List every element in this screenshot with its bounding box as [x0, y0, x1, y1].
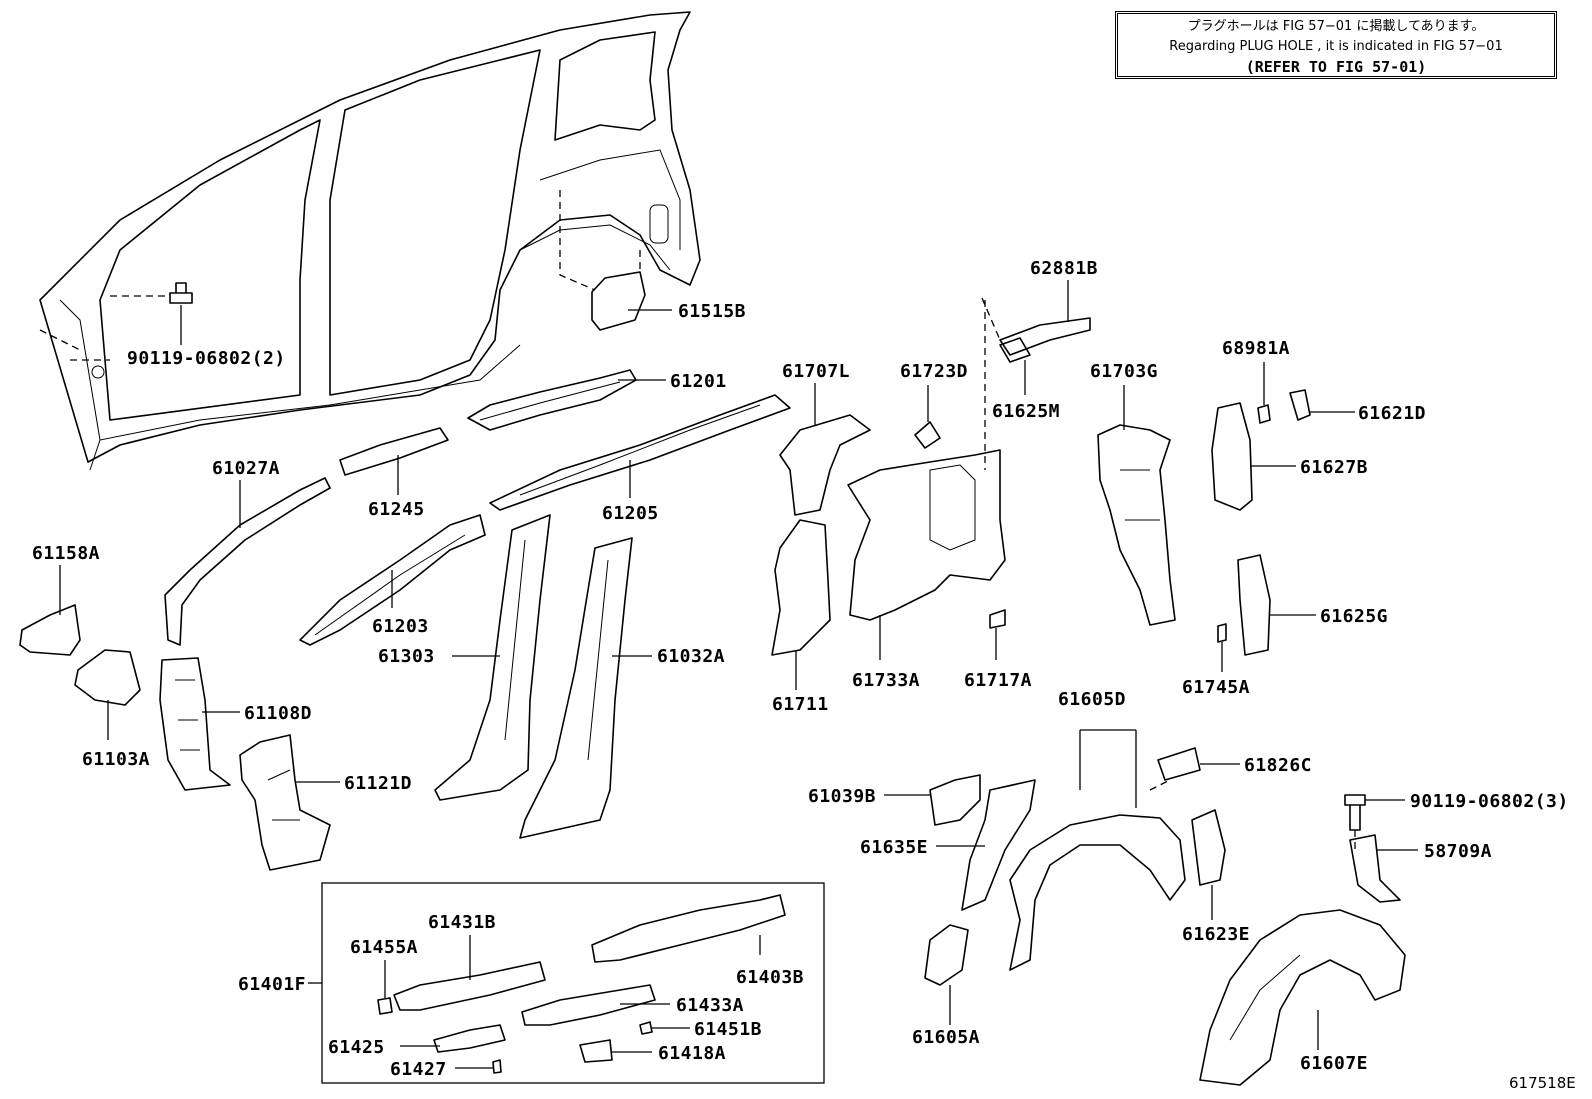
label-61455A: 61455A — [350, 937, 418, 958]
label-61745A: 61745A — [1182, 677, 1250, 698]
part-61826C-shape — [1149, 747, 1240, 791]
label-61103A: 61103A — [82, 749, 150, 770]
label-61711: 61711 — [772, 694, 829, 715]
label-61627B: 61627B — [1300, 457, 1368, 478]
part-61635E-shape — [936, 779, 1036, 911]
label-61418A: 61418A — [658, 1043, 726, 1064]
label-61427: 61427 — [390, 1059, 447, 1080]
label-61303: 61303 — [378, 646, 435, 667]
part-62881B-shape — [981, 280, 1091, 470]
part-61605D-shape — [1009, 729, 1186, 971]
label-61605D: 61605D — [1058, 689, 1126, 710]
label-61201: 61201 — [670, 371, 727, 392]
label-61425: 61425 — [328, 1037, 385, 1058]
figure-id: 617518E — [1509, 1074, 1576, 1092]
label-61431B: 61431B — [428, 912, 496, 933]
part-61158A-shape — [19, 565, 81, 656]
label-61433A: 61433A — [676, 995, 744, 1016]
label-61723D: 61723D — [900, 361, 968, 382]
label-61403B: 61403B — [736, 967, 804, 988]
part-61039B-shape — [884, 774, 981, 826]
bolt-90119-3 — [1344, 794, 1405, 850]
label-62881B: 62881B — [1030, 258, 1098, 279]
part-61723D-shape — [914, 385, 941, 449]
label-61027A: 61027A — [212, 458, 280, 479]
label-61451B: 61451B — [694, 1019, 762, 1040]
part-61625G-shape — [1237, 554, 1316, 656]
label-61607E: 61607E — [1300, 1053, 1368, 1074]
part-61717A-shape — [989, 609, 1006, 660]
part-61733A-shape — [847, 449, 1006, 660]
part-61205-shape — [489, 394, 791, 511]
label-61605A: 61605A — [912, 1027, 980, 1048]
part-61245-shape — [339, 427, 449, 495]
label-61245: 61245 — [368, 499, 425, 520]
note-line-japanese: プラグホールは FIG 57−01 に掲載してあります。 — [1187, 19, 1485, 34]
part-61103A-shape — [74, 649, 141, 740]
label-61621D: 61621D — [1358, 403, 1426, 424]
label-61515B: 61515B — [678, 301, 746, 322]
part-61201-shape — [467, 369, 666, 431]
label-61703G: 61703G — [1090, 361, 1158, 382]
note-line-refer: (REFER TO FIG 57-01) — [1245, 58, 1427, 76]
label-61032A: 61032A — [657, 646, 725, 667]
part-61627B-shape — [1211, 402, 1296, 511]
label-61401F: 61401F — [238, 974, 306, 995]
part-61203-shape — [299, 514, 486, 646]
label-61733A: 61733A — [852, 670, 920, 691]
label-61625G: 61625G — [1320, 606, 1388, 627]
label-61108D: 61108D — [244, 703, 312, 724]
label-61826C: 61826C — [1244, 755, 1312, 776]
label-61158A: 61158A — [32, 543, 100, 564]
part-61303-shape — [434, 514, 551, 801]
label-61039B: 61039B — [808, 786, 876, 807]
part-61711-shape — [771, 519, 831, 690]
label-61205: 61205 — [602, 503, 659, 524]
part-61032A-shape — [519, 537, 652, 839]
part-58709A-shape — [1349, 834, 1418, 903]
part-61707L-shape — [779, 383, 871, 516]
label-61121D: 61121D — [344, 773, 412, 794]
rocker-group-box — [308, 882, 825, 1084]
label-68981A: 68981A — [1222, 338, 1290, 359]
part-61605A-shape — [924, 924, 969, 1025]
part-61745A-shape — [1217, 623, 1227, 672]
part-61121D-shape — [239, 734, 340, 871]
part-61623E-shape — [1191, 809, 1226, 920]
label-61625M: 61625M — [992, 401, 1060, 422]
part-61607E-shape — [1199, 909, 1406, 1086]
label-61203: 61203 — [372, 616, 429, 637]
part-61703G-shape — [1097, 385, 1176, 626]
part-61108D-shape — [159, 657, 240, 791]
part-61621D-shape — [1289, 389, 1355, 421]
label-90119-06802-3: 90119-06802(3) — [1410, 791, 1569, 812]
reference-note: プラグホールは FIG 57−01 に掲載してあります。 Regarding P… — [1115, 11, 1557, 79]
label-61717A: 61717A — [964, 670, 1032, 691]
part-68981A-shape — [1257, 362, 1271, 424]
label-61707L: 61707L — [782, 361, 850, 382]
label-61635E: 61635E — [860, 837, 928, 858]
part-61515B-shape — [559, 190, 672, 331]
label-90119-06802-2: 90119-06802(2) — [127, 348, 286, 369]
label-61623E: 61623E — [1182, 924, 1250, 945]
label-58709A: 58709A — [1424, 841, 1492, 862]
body-side-outer-panel — [39, 11, 701, 471]
part-61625M-shape — [999, 337, 1031, 395]
part-61027A-shape — [164, 477, 331, 646]
note-line-english: Regarding PLUG HOLE , it is indicated in… — [1169, 39, 1503, 54]
bolt-90119-2 — [110, 282, 193, 345]
